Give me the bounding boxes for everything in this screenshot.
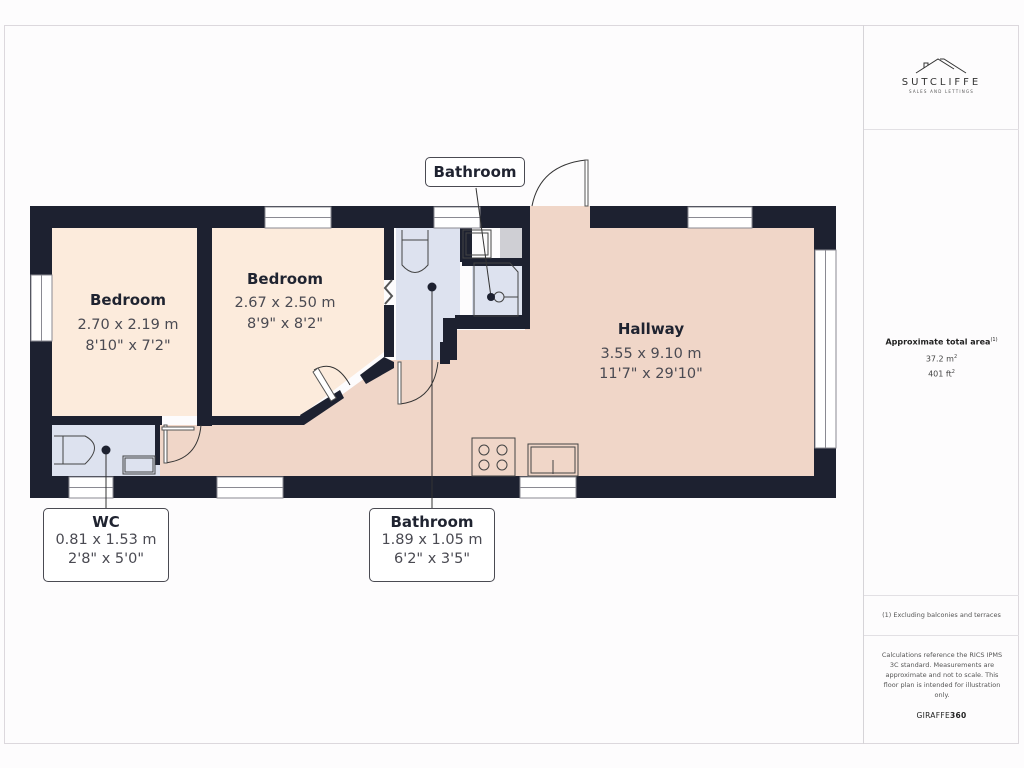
toilet-icon [401,230,429,273]
bedroom-2-imperial: 8'9" x 8'2" [247,316,323,332]
sink-icon [527,443,579,477]
logo-section: SUTCLIFFE SALES AND LETTINGS [864,25,1019,130]
info-sidebar: SUTCLIFFE SALES AND LETTINGS Approximate… [863,25,1019,744]
area-imperial: 401 ft2 [928,369,955,379]
area-metric: 37.2 m2 [925,354,958,364]
wc-callout[interactable]: WC 0.81 x 1.53 m 2'8" x 5'0" [43,508,169,582]
wc-callout-metric: 0.81 x 1.53 m [55,532,157,548]
bathroom-callout-name: Bathroom [390,513,474,531]
wc-basin-icon [122,455,156,475]
bathroom-marker [427,282,437,292]
hallway-metric: 3.55 x 9.10 m [600,346,701,362]
bedroom-2-metric: 2.67 x 2.50 m [234,295,335,311]
hallway-imperial: 11'7" x 29'10" [599,366,703,382]
bedroom-2-name: Bedroom [247,270,323,288]
bathroom-top-callout-name: Bathroom [433,163,517,181]
bathroom-callout-metric: 1.89 x 1.05 m [381,532,483,548]
house-logo-icon [915,58,967,74]
hallway-name: Hallway [618,320,684,338]
footnote-section: (1) Excluding balconies and terraces [864,596,1019,636]
wc-door-icon[interactable] [163,424,168,464]
wc-toilet-icon [54,435,95,465]
entrance-door-swing [531,159,587,207]
entrance-door-icon[interactable] [584,159,589,207]
footnote-text: (1) Excluding balconies and terraces [882,611,1001,619]
floor-plan: Bedroom 2.70 x 2.19 m 8'10" x 7'2" Bedro… [30,159,837,510]
area-section: Approximate total area(1) 37.2 m2 401 ft… [864,130,1019,596]
bathroom-door-icon[interactable] [397,361,402,405]
bedroom-door-icon[interactable] [312,367,337,402]
bathroom-callout[interactable]: Bathroom 1.89 x 1.05 m 6'2" x 3'5" [369,508,495,582]
windows [30,206,837,499]
disclaimer-text: Calculations reference the RICS IPMS 3C … [881,651,1003,699]
bedroom-1-area [52,228,197,416]
area-title: Approximate total area(1) [885,337,998,347]
hallway-area [160,228,814,476]
logo-tagline: SALES AND LETTINGS [909,89,974,94]
bedroom-1-metric: 2.70 x 2.19 m [77,317,178,333]
basin-icon [462,229,492,259]
bathroom-top-callout[interactable]: Bathroom [425,157,525,187]
wc-callout-imperial: 2'8" x 5'0" [67,551,144,567]
disclaimer-section: Calculations reference the RICS IPMS 3C … [864,636,1019,744]
wc-marker [101,445,111,455]
fixtures [54,229,579,477]
hob-icon [471,437,516,477]
bifold-door-icon[interactable] [383,279,394,305]
bedroom-1-imperial: 8'10" x 7'2" [85,338,170,354]
bathroom-callout-imperial: 6'2" x 3'5" [393,551,470,567]
brand-logo: GIRAFFE360 [916,711,967,720]
wc-callout-name: WC [92,513,120,531]
bedroom-2-area [212,228,384,416]
logo-name: SUTCLIFFE [901,77,982,88]
callout-leaders [105,187,492,510]
entrance-gap [530,206,590,228]
cupboard-area [500,228,522,262]
bedroom-1-name: Bedroom [90,291,166,309]
shower-tray-icon [473,262,519,317]
shower-area [472,262,522,318]
